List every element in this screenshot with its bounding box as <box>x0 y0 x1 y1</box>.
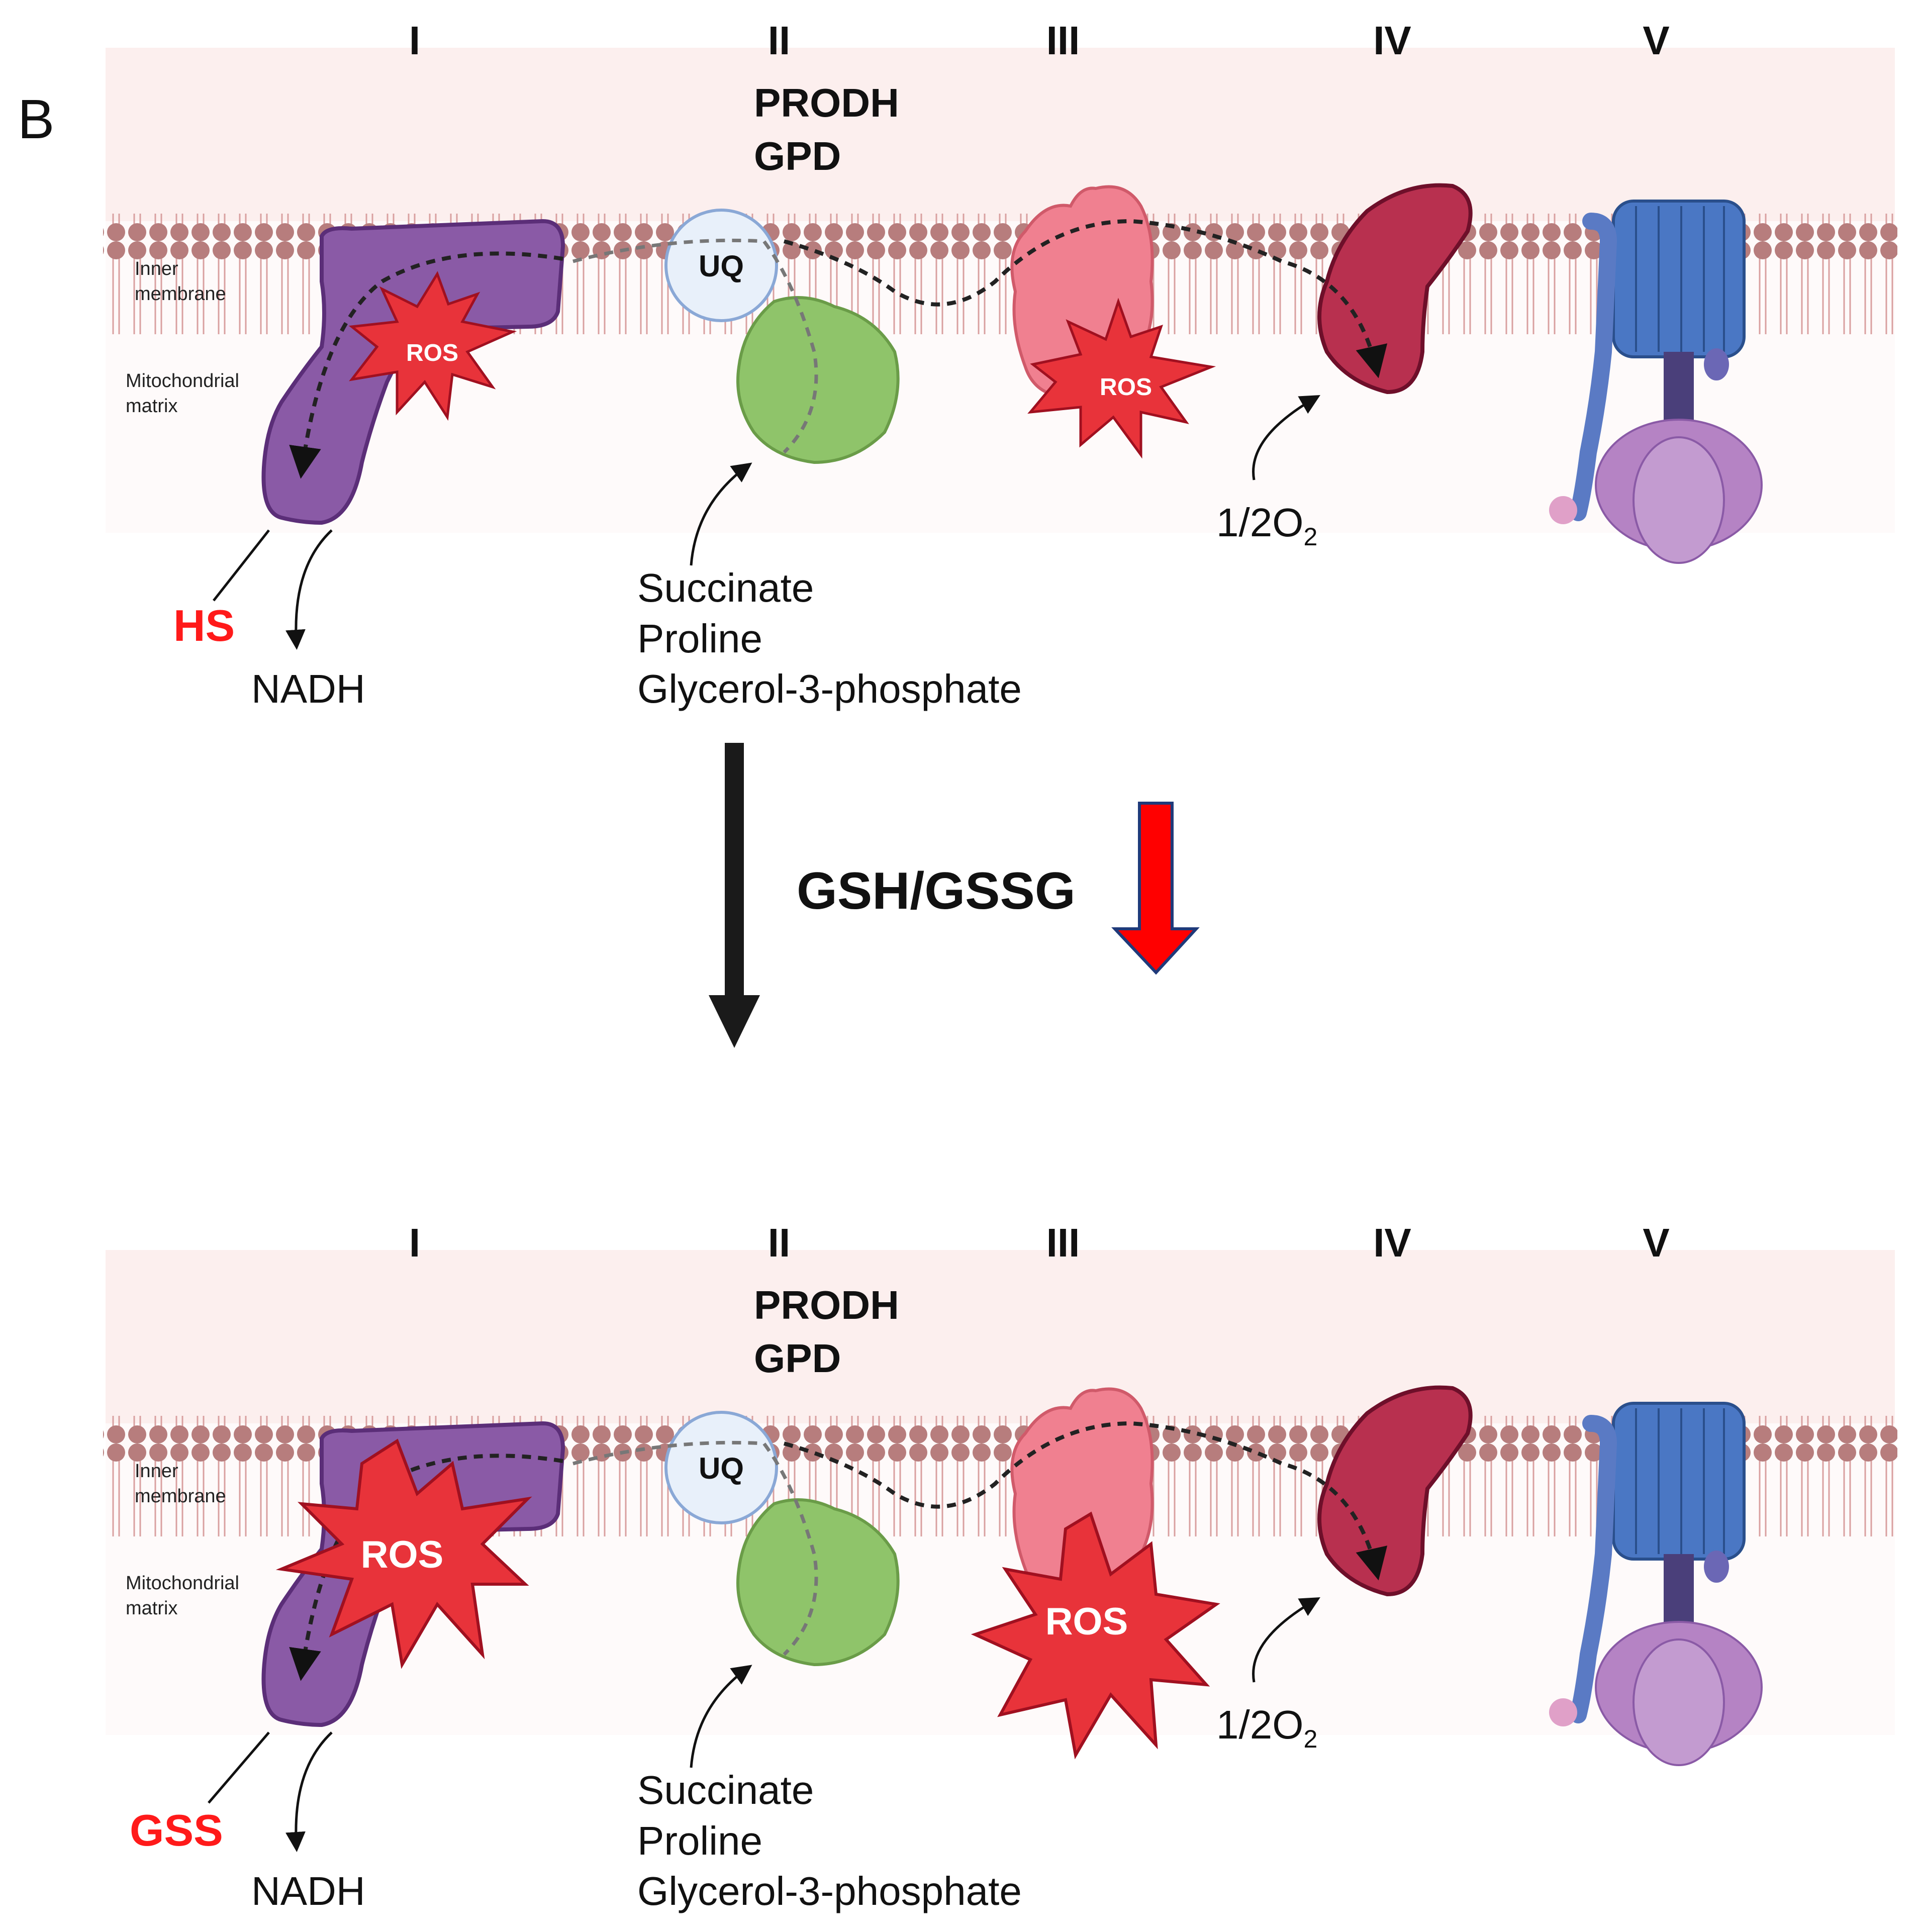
complex-v-label: V <box>1643 18 1669 63</box>
matrix-label-line2: matrix <box>126 396 177 417</box>
matrix-label-line1: Mitochondrial <box>126 1573 239 1594</box>
transition-arrow-shaft <box>725 743 744 999</box>
complex-ii-label: II <box>768 1220 790 1265</box>
complex-i-shape <box>261 219 565 525</box>
electron-path-iii-iv <box>783 219 1388 378</box>
substrate-glycerol-3-phosphate: Glycerol-3-phosphate <box>637 1869 1022 1913</box>
matrix-label-line1: Mitochondrial <box>126 370 239 392</box>
complex-v <box>1549 200 1763 564</box>
nadh-arrow <box>285 1731 333 1852</box>
complex-ii-shape <box>736 1498 900 1667</box>
bottom-panel: I II III IV V PRODH GPD Inner membrane M… <box>103 1220 1897 1913</box>
top-panel: B I II III IV V PRODH GPD Inner membrane… <box>18 18 1897 711</box>
complex-iv-label: IV <box>1373 1220 1411 1265</box>
electron-path-ii <box>572 1440 818 1656</box>
ros-burst-complex-iii: ROS <box>971 1511 1220 1760</box>
nadh-label: NADH <box>251 1869 365 1913</box>
substrate-arrow <box>690 462 752 566</box>
panel-letter: B <box>18 88 54 150</box>
ubiquinone-circle <box>664 1411 778 1524</box>
enzyme-gpd: GPD <box>754 1336 841 1381</box>
complex-ii-label: II <box>768 18 790 63</box>
complex-iv-shape <box>1317 183 1473 395</box>
electron-path-ii <box>572 238 818 454</box>
complex-v <box>1549 1402 1763 1766</box>
substrate-arrow <box>690 1665 752 1768</box>
ros-label-complex-iii: ROS <box>1100 374 1152 401</box>
matrix-label-line2: matrix <box>126 1598 177 1619</box>
ros-burst-complex-i: ROS <box>275 1438 532 1669</box>
oxygen-arrow <box>1252 1597 1320 1683</box>
complex-iii-label: III <box>1046 18 1080 63</box>
ubiquinone-label: UQ <box>699 249 744 283</box>
complex-v-peripheral-stalk <box>1570 213 1617 521</box>
transition-arrow-head <box>709 995 760 1048</box>
electron-path-iii-iv <box>783 1421 1388 1581</box>
intermembrane-space <box>106 1250 1895 1423</box>
stress-pointer-line <box>213 529 270 602</box>
intermembrane-space <box>106 48 1895 221</box>
ros-label-complex-iii: ROS <box>1045 1600 1128 1643</box>
stress-label-hs: HS <box>173 601 235 650</box>
ros-burst-complex-i: ROS <box>348 271 517 421</box>
complex-i-shape <box>261 1421 565 1727</box>
complex-i-label: I <box>409 1220 420 1265</box>
complex-i-label: I <box>409 18 420 63</box>
oxygen-label: 1/2O2 <box>1216 1702 1317 1753</box>
oxygen-label: 1/2O2 <box>1216 500 1317 551</box>
glutathione-ratio-label: GSH/GSSG <box>797 862 1076 920</box>
transition: GSH/GSSG <box>709 743 1200 1048</box>
inner-membrane-label-line2: membrane <box>135 1486 226 1507</box>
nadh-arrow <box>285 529 333 650</box>
substrate-proline: Proline <box>637 1818 762 1863</box>
nadh-label: NADH <box>251 666 365 711</box>
ros-label-complex-i: ROS <box>406 340 458 366</box>
ratio-decrease-arrow <box>1111 802 1200 975</box>
electron-path-i <box>289 251 563 479</box>
complex-v-label: V <box>1643 1220 1669 1265</box>
inner-membrane-label-line1: Inner <box>135 1461 178 1482</box>
ros-label-complex-i: ROS <box>361 1533 444 1576</box>
inner-membrane-label-line2: membrane <box>135 283 226 305</box>
substrate-proline: Proline <box>637 616 762 661</box>
inner-membrane-label-line1: Inner <box>135 258 178 279</box>
enzyme-gpd: GPD <box>754 134 841 178</box>
ros-burst-complex-iii: ROS <box>1027 298 1216 459</box>
complex-iv-shape <box>1317 1385 1473 1597</box>
stress-pointer-line <box>208 1731 270 1804</box>
enzyme-prodh: PRODH <box>754 80 899 125</box>
ubiquinone-label: UQ <box>699 1452 744 1485</box>
complex-v-peripheral-stalk <box>1570 1415 1617 1723</box>
ubiquinone-circle <box>664 209 778 322</box>
substrate-succinate: Succinate <box>637 1768 814 1812</box>
complex-ii-shape <box>736 296 900 464</box>
oxygen-arrow <box>1252 395 1320 480</box>
complex-iv-label: IV <box>1373 18 1411 63</box>
stress-label-gss: GSS <box>130 1805 223 1855</box>
substrate-succinate: Succinate <box>637 565 814 610</box>
substrate-glycerol-3-phosphate: Glycerol-3-phosphate <box>637 666 1022 711</box>
complex-iii-label: III <box>1046 1220 1080 1265</box>
enzyme-prodh: PRODH <box>754 1283 899 1327</box>
